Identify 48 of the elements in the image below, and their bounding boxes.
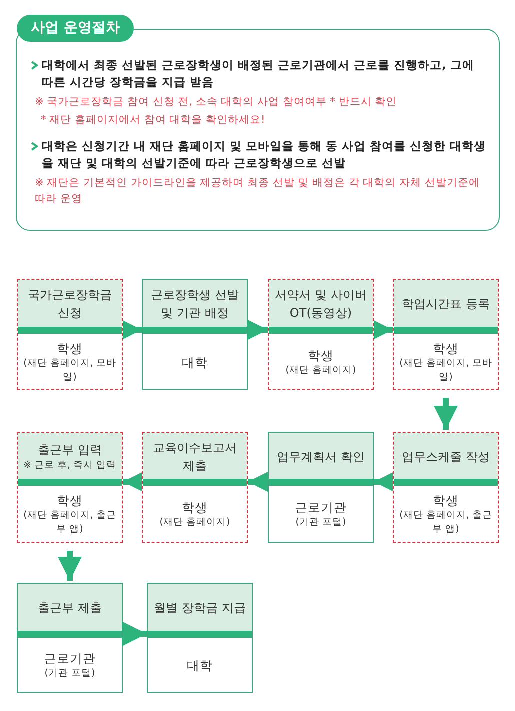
step-title: 학업시간표 등록 bbox=[401, 296, 491, 313]
actor-label: 학생 bbox=[182, 499, 208, 516]
step-title: 업무스케줄 작성 bbox=[401, 448, 491, 466]
actor-label: 근로기관 bbox=[44, 650, 96, 667]
channel-label: (재단 홈페이지, 출근부 앱) bbox=[22, 509, 118, 537]
channel-label: (재단 홈페이지, 모바일) bbox=[22, 356, 118, 384]
arrow bbox=[58, 551, 82, 581]
actor-label: 학생 bbox=[433, 492, 459, 509]
actor-label: 학생 bbox=[308, 346, 334, 364]
channel-label: (재단 홈페이지) bbox=[158, 516, 232, 530]
channel-label: (재단 홈페이지, 출근부 앱) bbox=[398, 509, 494, 537]
actor-label: 대학 bbox=[182, 354, 208, 370]
actor-label: 학생 bbox=[433, 340, 459, 356]
channel-label: (재단 홈페이지) bbox=[284, 364, 358, 378]
channel-label: (기관 포털) bbox=[294, 516, 348, 530]
step-box bbox=[142, 279, 248, 390]
actor-label: 학생 bbox=[57, 340, 83, 356]
step-title: 근로장학생 선발 및 기관 배정 bbox=[150, 287, 240, 322]
step-box bbox=[142, 432, 248, 543]
step-box bbox=[17, 432, 123, 543]
channel-label: (재단 홈페이지, 모바일) bbox=[398, 356, 494, 384]
arrow bbox=[434, 398, 458, 430]
bullet-text: 대학은 신청기간 내 재단 홈페이지 및 모바일을 통해 동 사업 참여를 신청한 대학생을 재단 및 대학의 선발기준에 따라 근로장학생으로 선발 bbox=[42, 138, 488, 172]
note-text: ※ 재단은 기본적인 가이드라인을 제공하며 최종 선발 및 배정은 각 대학의 자체 선발기준에 따라 운영 bbox=[35, 176, 481, 207]
actor-label: 대학 bbox=[187, 657, 213, 674]
step-title: 출근부 제출 bbox=[37, 600, 103, 617]
step-box bbox=[393, 432, 499, 543]
step-box bbox=[17, 583, 123, 693]
actor-label: 학생 bbox=[57, 492, 83, 509]
step-title: 월별 장학금 지급 bbox=[153, 600, 247, 617]
note-text: ※ 국가근로장학금 참여 신청 전, 소속 대학의 사업 참여여부 * 반드시 확인 bbox=[35, 95, 398, 110]
bullet-text: 대학에서 최종 선발된 근로장학생이 배정된 근로기관에서 근로를 진행하고, 그에 따른 시간당 장학금을 지급 받음 bbox=[42, 57, 476, 91]
step-title: 국가근로장학금 신청 bbox=[27, 287, 113, 322]
step-title: 교육이수보고서 제출 bbox=[152, 440, 238, 474]
step-box bbox=[17, 279, 123, 390]
section-title: 사업 운영절차 bbox=[17, 15, 134, 42]
channel-label: (기관 포털) bbox=[44, 667, 96, 681]
step-box bbox=[268, 279, 374, 390]
note-text: * 재단 홈페이지에서 참여 대학을 확인하세요! bbox=[41, 113, 266, 128]
step-title: 서약서 및 사이버 OT(동영상) bbox=[274, 287, 368, 322]
step-box bbox=[147, 583, 253, 693]
step-note: ※ 근로 후, 즉시 입력 bbox=[23, 458, 117, 472]
step-title: 출근부 입력 bbox=[37, 442, 103, 458]
step-title: 업무계획서 확인 bbox=[276, 448, 366, 466]
step-box bbox=[268, 432, 374, 543]
arrow bbox=[123, 622, 147, 646]
step-box bbox=[393, 279, 499, 390]
actor-label: 근로기관 bbox=[295, 499, 347, 516]
